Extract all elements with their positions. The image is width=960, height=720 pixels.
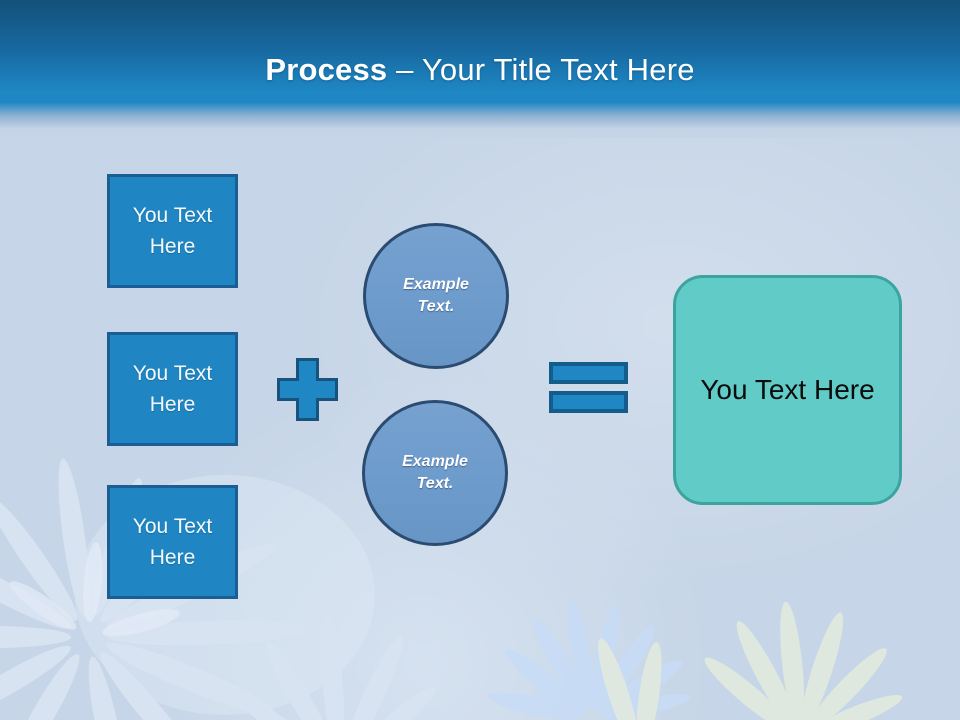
slide-title[interactable]: Process – Your Title Text Here	[0, 52, 960, 88]
input-box-2-label: You Text Here	[132, 361, 213, 417]
example-circle-1-label: Example Text.	[403, 275, 469, 315]
slide-title-rest: – Your Title Text Here	[387, 52, 695, 87]
starburst-flower-bottom	[237, 613, 437, 720]
input-box-3[interactable]: You Text Here	[107, 485, 238, 599]
blue-flower-bottom	[488, 599, 690, 720]
equals-icon[interactable]	[549, 362, 628, 413]
example-circle-2[interactable]: Example Text.	[362, 400, 508, 546]
green-flower-bottom	[704, 601, 903, 720]
result-box-label: You Text Here	[700, 374, 875, 406]
example-circle-2-label: Example Text.	[402, 452, 468, 492]
plus-icon[interactable]	[277, 358, 338, 421]
green-petals-overlap	[598, 638, 662, 720]
input-box-1[interactable]: You Text Here	[107, 174, 238, 288]
slide-title-bold: Process	[265, 52, 388, 87]
title-bar: Process – Your Title Text Here	[0, 0, 960, 138]
input-box-3-label: You Text Here	[132, 514, 213, 570]
result-box[interactable]: You Text Here	[673, 275, 902, 505]
input-box-2[interactable]: You Text Here	[107, 332, 238, 446]
input-box-1-label: You Text Here	[132, 203, 213, 259]
example-circle-1[interactable]: Example Text.	[363, 223, 509, 369]
